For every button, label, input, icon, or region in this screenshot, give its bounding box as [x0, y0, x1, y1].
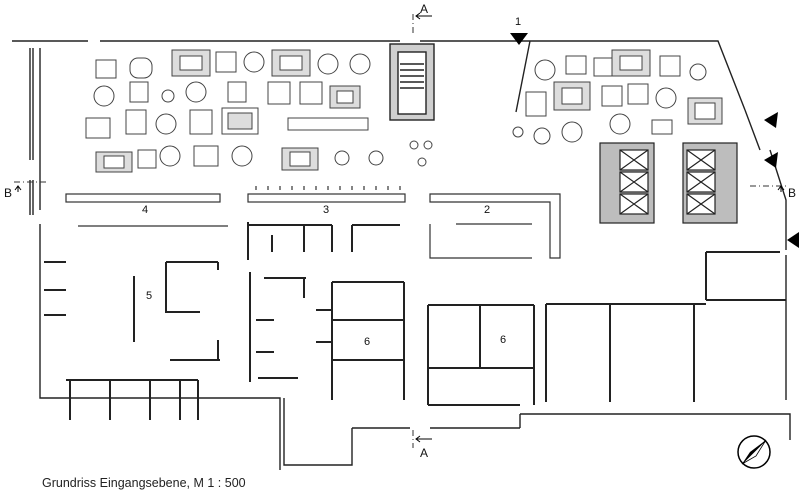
upper-rooms-3 [247, 222, 400, 260]
elevator-core-right [682, 142, 738, 224]
entrance-triangle-icon [510, 33, 799, 248]
section-arrow-icon [14, 12, 785, 443]
outer-wall-top-left [12, 40, 746, 113]
room-number-5: 5 [146, 290, 153, 302]
section-label-b-right: B [788, 186, 797, 200]
furniture-left-lounge [85, 49, 433, 173]
room-5-walls [44, 261, 220, 420]
double-wall-left [29, 48, 34, 215]
section-label-b-left: B [4, 186, 13, 200]
section-line-b [14, 181, 786, 187]
room-number-2: 2 [484, 204, 491, 216]
north-arrow-icon [737, 435, 771, 469]
outer-wall-bottom [430, 413, 791, 440]
elevator-core-left [599, 142, 655, 224]
counter-3 [247, 186, 406, 203]
counter-2 [429, 193, 561, 259]
counter-4 [65, 193, 228, 227]
room-number-3: 3 [323, 204, 330, 216]
outer-wall-right [744, 109, 787, 400]
room-number-1: 1 [515, 16, 522, 28]
room-number-6b: 6 [500, 334, 507, 346]
room-number-6a: 6 [364, 336, 371, 348]
stair-core [389, 43, 435, 121]
room-6-left [249, 272, 405, 400]
room-number-4: 4 [142, 204, 149, 216]
section-label-a-bottom: A [420, 446, 429, 460]
outer-wall-left [39, 48, 410, 470]
right-hall-walls [545, 251, 786, 402]
plan-caption: Grundriss Eingangsebene, M 1 : 500 [42, 476, 246, 490]
section-label-a-top: A [420, 2, 429, 16]
furniture-right-lounge [512, 49, 723, 145]
room-6-right [427, 304, 535, 406]
